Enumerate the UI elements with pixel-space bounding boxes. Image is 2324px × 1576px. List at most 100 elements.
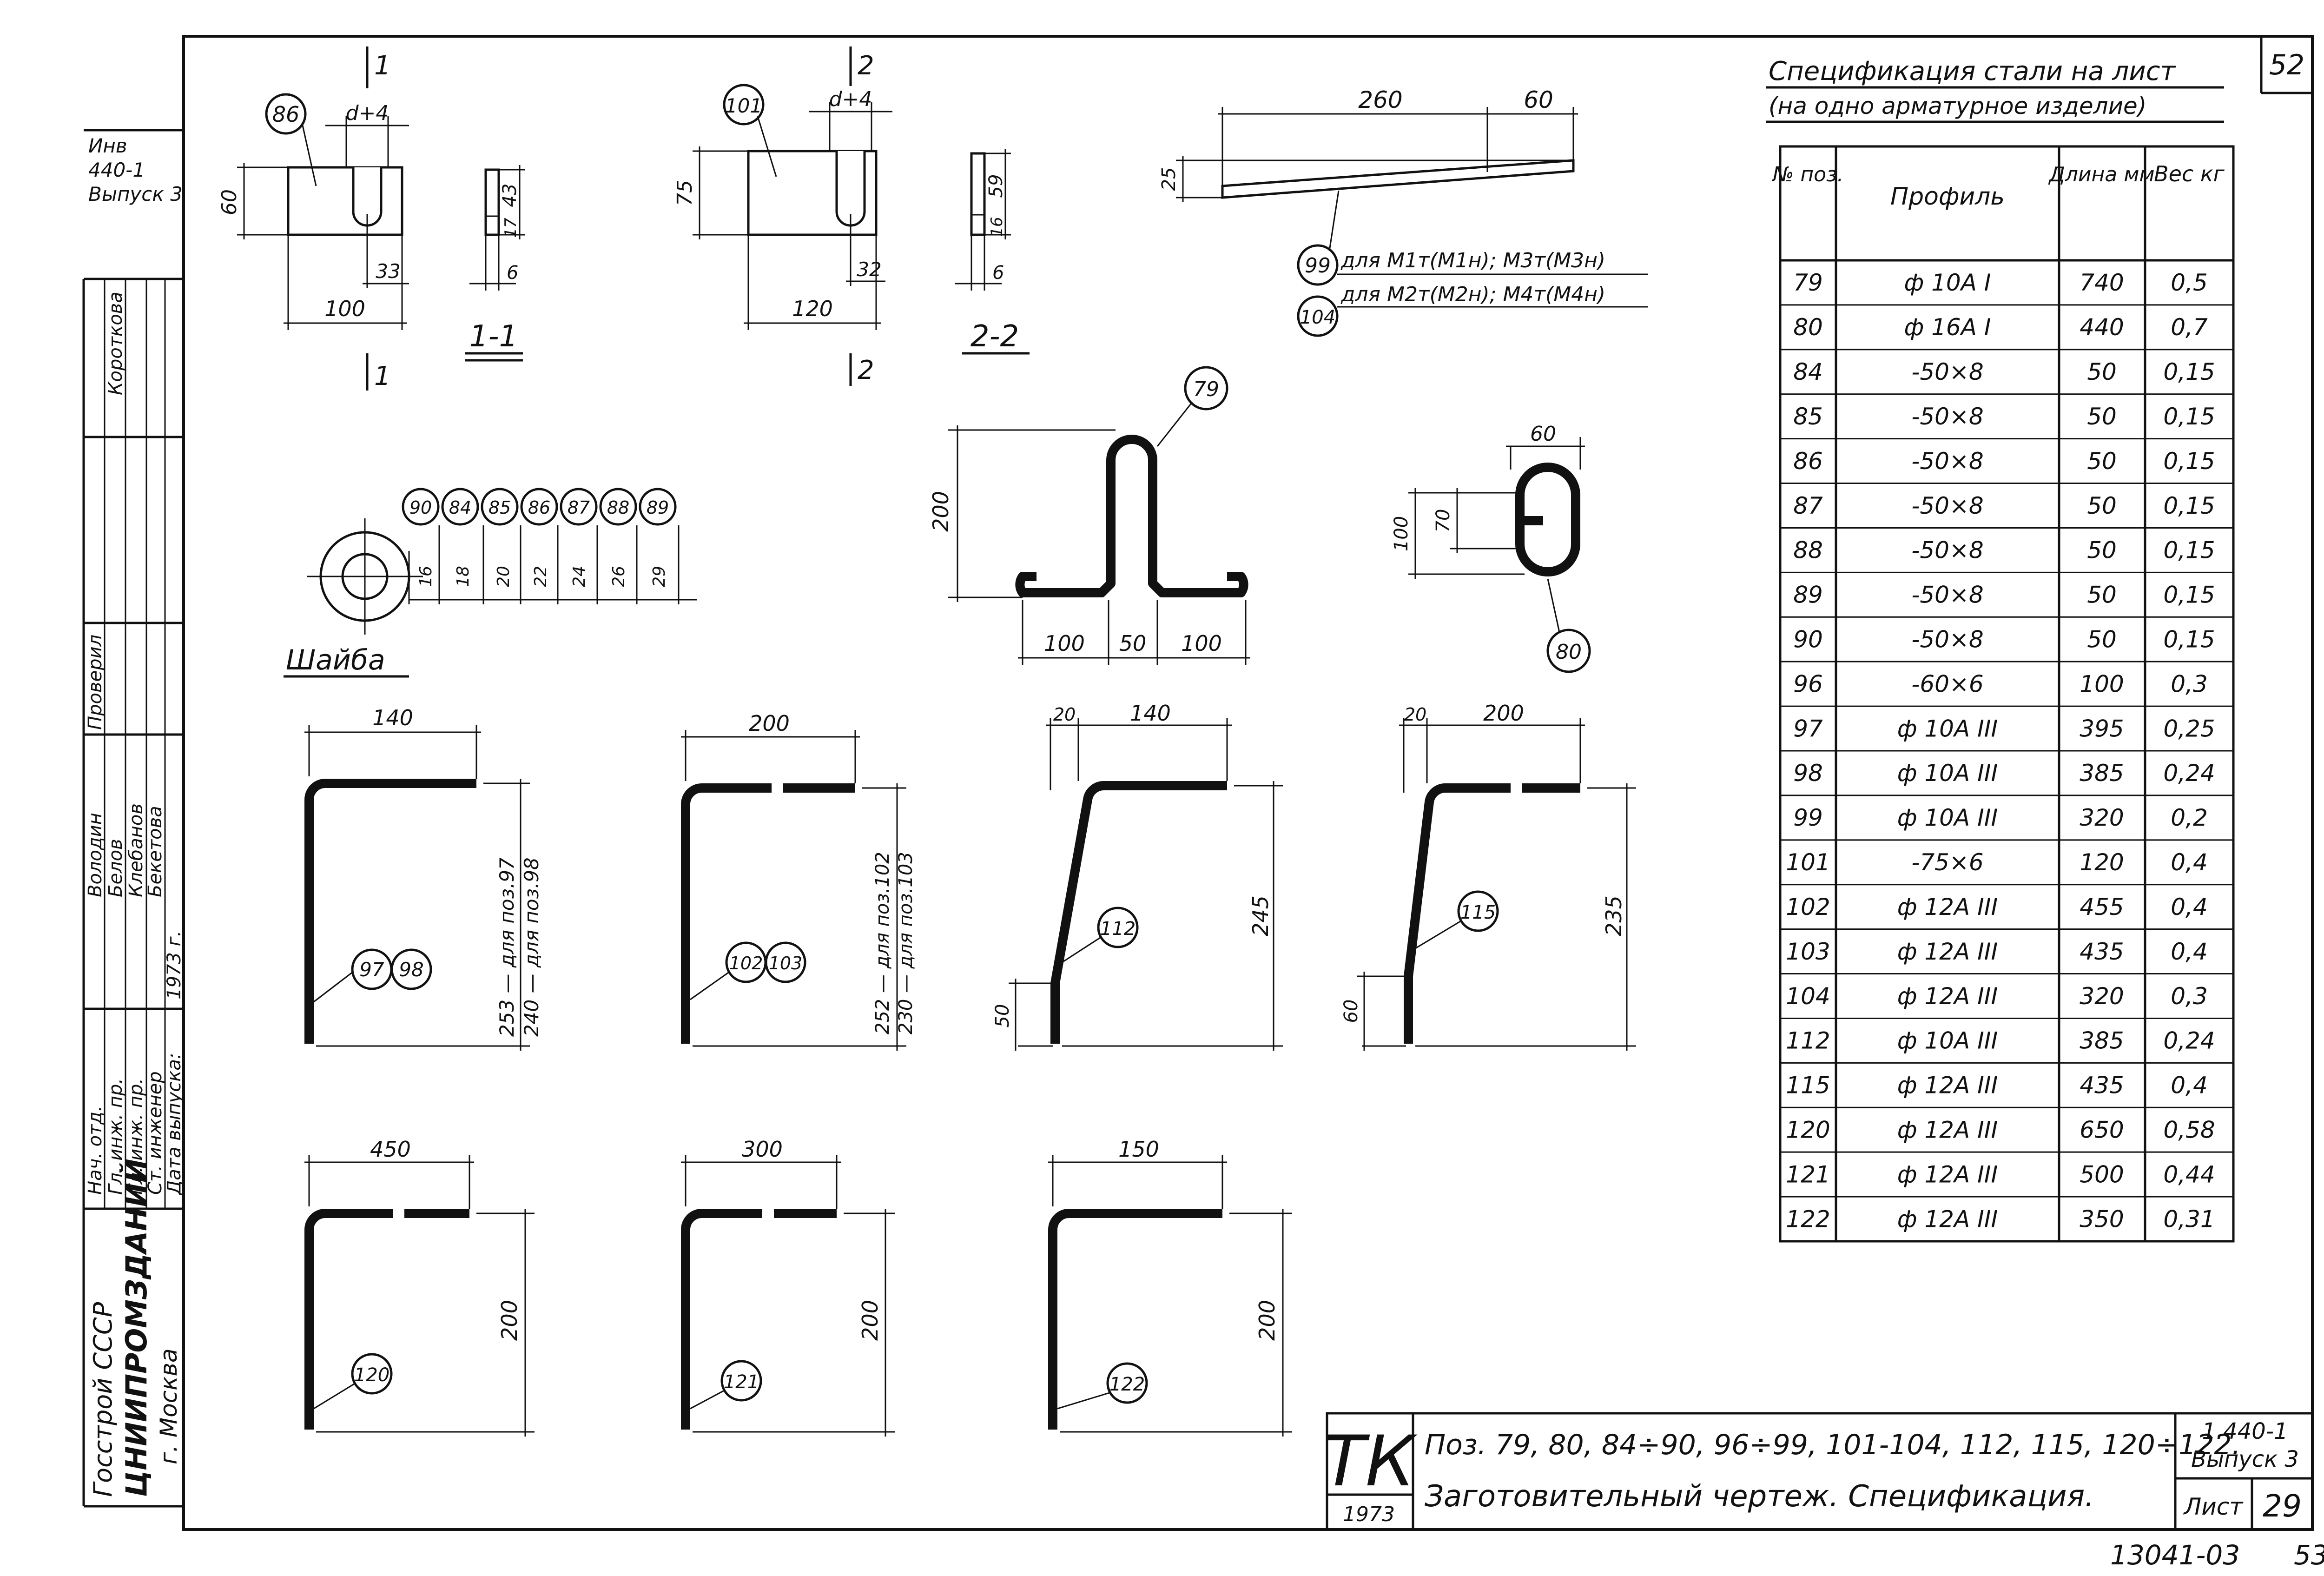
mark-86: 86	[272, 102, 300, 127]
spec-cell-pos: 120	[1786, 1116, 1830, 1143]
spec-title-1: Спецификация стали на лист	[1769, 56, 2176, 86]
spec-cell-weight: 0,2	[2171, 804, 2208, 831]
mark-102: 102	[729, 953, 763, 973]
spec-cell-pos: 86	[1793, 448, 1823, 475]
spec-cell-length: 435	[2080, 1072, 2124, 1099]
wedge-note-1: для М1т(М1н); М3т(М3н)	[1340, 249, 1605, 272]
spec-cell-weight: 0,4	[2171, 849, 2208, 876]
wedge-note-2: для М2т(М2н); М4т(М4н)	[1340, 283, 1605, 306]
dim-wedge-len1: 260	[1358, 86, 1402, 113]
mark-99: 99	[1305, 254, 1331, 278]
cut-mark-1-bottom: 1	[374, 361, 391, 391]
bent-bar-115-drawing	[1357, 718, 1636, 1051]
spec-cell-profile: ф 12А III	[1897, 1205, 1998, 1232]
spec-cell-length: 50	[2087, 537, 2117, 564]
dim-loop-h2: 70	[1433, 509, 1454, 533]
note-l103: 230 — для поз.103	[895, 852, 917, 1034]
stamp-extra-1: Короткова	[105, 291, 126, 395]
spec-cell-profile: ф 16А I	[1904, 314, 1991, 341]
spec-cell-profile: ф 12А III	[1897, 983, 1998, 1010]
dim-omega-w2: 50	[1119, 631, 1147, 656]
mark-80: 80	[1556, 640, 1582, 664]
spec-cell-weight: 0,15	[2163, 492, 2215, 519]
cut-mark-1-top: 1	[374, 51, 391, 81]
spec-cell-length: 50	[2087, 492, 2117, 519]
note-l98: 240 — для поз.98	[520, 857, 543, 1037]
spec-cell-profile: -50×8	[1911, 358, 1983, 385]
dim-sec2-t: 6	[992, 262, 1004, 284]
dim-wedge-len2: 60	[1524, 86, 1553, 113]
spec-cell-pos: 103	[1786, 938, 1830, 965]
spec-cell-pos: 104	[1786, 983, 1830, 1010]
spec-cell-length: 740	[2080, 269, 2124, 296]
stamp-role-1: Гл. инж. пр.	[105, 1078, 126, 1195]
stamp-name-0: Володин	[85, 813, 106, 897]
spec-cell-weight: 0,24	[2163, 760, 2215, 787]
dim-omega-w3: 100	[1181, 631, 1222, 656]
dim-slot-86: d+4	[346, 101, 389, 125]
title-line1: Поз. 79, 80, 84÷90, 96÷99, 101-104, 112,…	[1425, 1429, 2241, 1461]
washer-mark-3: 86	[528, 497, 550, 518]
washer-size-3: 22	[531, 566, 550, 587]
dim-b115-off: 20	[1404, 704, 1426, 725]
dim-loop-w: 60	[1530, 422, 1556, 446]
section-1-1-label: 1-1	[469, 319, 518, 354]
spec-header-length: Длина мм	[2048, 163, 2154, 186]
spec-cell-profile: ф 12А III	[1897, 1116, 1998, 1143]
mark-97: 97	[359, 958, 384, 981]
stamp-top-1: 440-1	[88, 159, 145, 181]
spec-cell-pos: 97	[1793, 715, 1823, 742]
washer-size-2: 20	[494, 566, 513, 587]
bent-bar-112-drawing	[1009, 718, 1283, 1051]
title-line2: Заготовительный чертеж. Спецификация.	[1425, 1479, 2094, 1514]
spec-header-profile: Профиль	[1890, 183, 2005, 211]
spec-cell-pos: 89	[1793, 582, 1823, 609]
spec-cell-profile: ф 12А III	[1897, 938, 1998, 965]
sheet-frame	[182, 35, 2314, 1531]
dim-omega-w1: 100	[1044, 631, 1085, 656]
mark-121: 121	[724, 1371, 759, 1393]
spec-cell-pos: 99	[1793, 804, 1823, 831]
title-block-grid	[1326, 1412, 2314, 1531]
dim-b112-top: 140	[1130, 701, 1171, 726]
dim-l120-h: 200	[497, 1300, 522, 1341]
dim-l122-top: 150	[1118, 1137, 1159, 1162]
spec-cell-pos: 102	[1786, 894, 1830, 920]
bottom-page: 53	[2294, 1539, 2324, 1571]
dim-sec2-h2: 16	[988, 217, 1006, 237]
title-sheet-label: Лист	[2183, 1493, 2244, 1520]
side-stamp	[82, 129, 184, 1508]
spec-cell-profile: ф 10А III	[1897, 1027, 1998, 1054]
spec-cell-length: 100	[2080, 670, 2124, 697]
l-bar-97-98-drawing	[304, 725, 530, 1051]
spec-cell-weight: 0,58	[2163, 1116, 2215, 1143]
spec-cell-pos: 101	[1786, 849, 1830, 876]
org-line1: Госстрой СССР	[88, 1302, 118, 1497]
stamp-name-4: 1973 г.	[164, 931, 185, 1000]
spec-cell-length: 455	[2080, 894, 2124, 920]
dim-sec1-t: 6	[507, 262, 518, 284]
dim-l121-h: 200	[858, 1300, 883, 1341]
stamp-name-3: Бекетова	[145, 806, 166, 897]
dim-l121-top: 300	[742, 1137, 783, 1162]
spec-cell-profile: ф 12А III	[1897, 1161, 1998, 1188]
spec-cell-profile: -50×8	[1911, 626, 1983, 653]
stamp-extra-0: Проверил	[85, 635, 106, 730]
stamp-top-0: Инв	[88, 134, 127, 157]
spec-cell-profile: ф 10А III	[1897, 715, 1998, 742]
stamp-name-2: Клебанов	[125, 803, 147, 897]
dim-l97-top: 140	[372, 705, 413, 730]
dim-l102-top: 200	[749, 711, 790, 736]
